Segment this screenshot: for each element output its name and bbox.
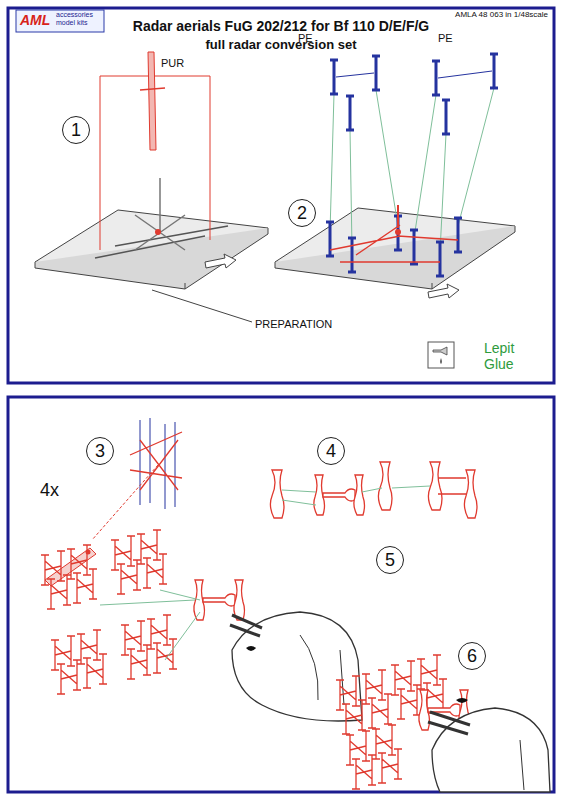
callout-number: 3 (95, 442, 105, 460)
part-material: PUR (161, 57, 184, 70)
brand-logo: AML (20, 12, 50, 28)
brand-tagline: accessories model kits (56, 11, 102, 27)
catalog-number: AMLA 48 063 in 1/48scale (350, 10, 548, 19)
quantity-label: 4x (40, 480, 59, 501)
part-material: PE (438, 32, 453, 45)
step-note: PREPARATION (255, 318, 332, 331)
callout-circle: 5 (376, 546, 404, 574)
callout-circle: 4 (317, 437, 345, 465)
callout-circle: 1 (62, 116, 90, 144)
part-material: PE (298, 32, 313, 45)
callout-number: 1 (71, 121, 81, 139)
callout-circle: 6 (458, 642, 486, 670)
glue-note: Lepit Glue (484, 340, 528, 372)
callout-circle: 3 (86, 437, 114, 465)
callout-number: 4 (326, 442, 336, 460)
callout-number: 6 (467, 647, 477, 665)
callout-number: 2 (297, 204, 307, 222)
sheet-subtitle: full radar conversion set (0, 38, 562, 53)
callout-circle: 2 (288, 199, 316, 227)
callout-number: 5 (385, 551, 395, 569)
